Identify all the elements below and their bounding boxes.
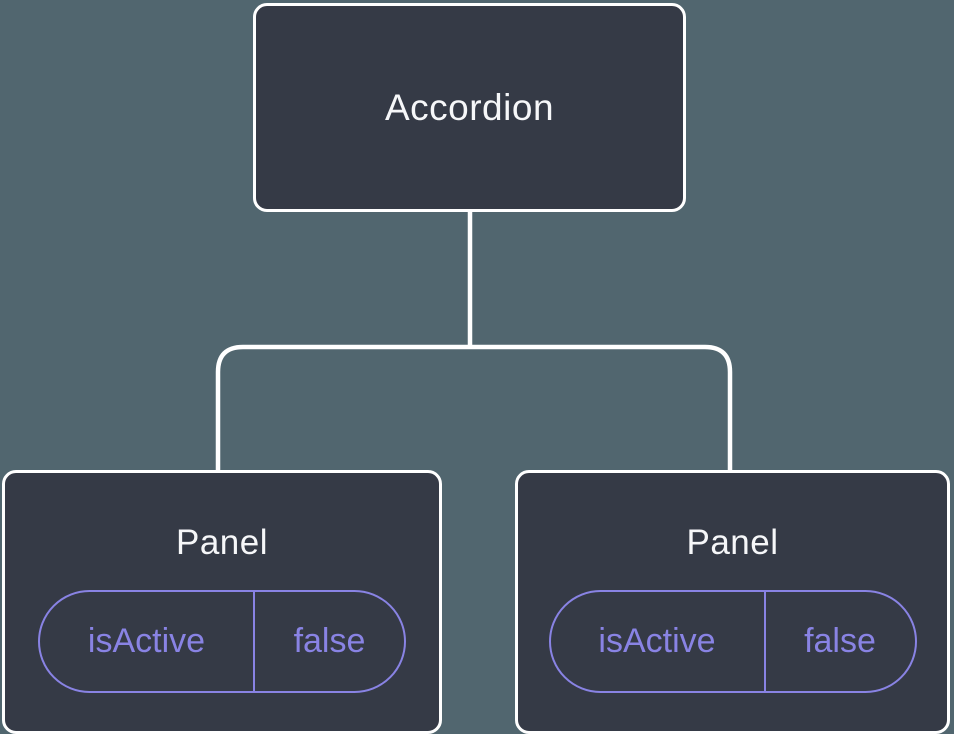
component-node-accordion: Accordion [253,3,686,212]
component-node-panel-right: Panel isActive false [515,470,950,734]
state-key-label: isActive [551,592,766,691]
panel-node-label: Panel [175,523,269,562]
connector-branch [215,344,733,472]
accordion-node-label: Accordion [384,86,555,128]
panel-node-label: Panel [686,523,779,562]
state-pill: isActive false [548,590,917,693]
state-value-label: false [804,622,876,660]
component-node-panel-left: Panel isActive false [2,470,442,734]
state-pill: isActive false [38,590,406,693]
state-key-label: isActive [40,592,255,691]
state-value-label: false [293,622,366,660]
